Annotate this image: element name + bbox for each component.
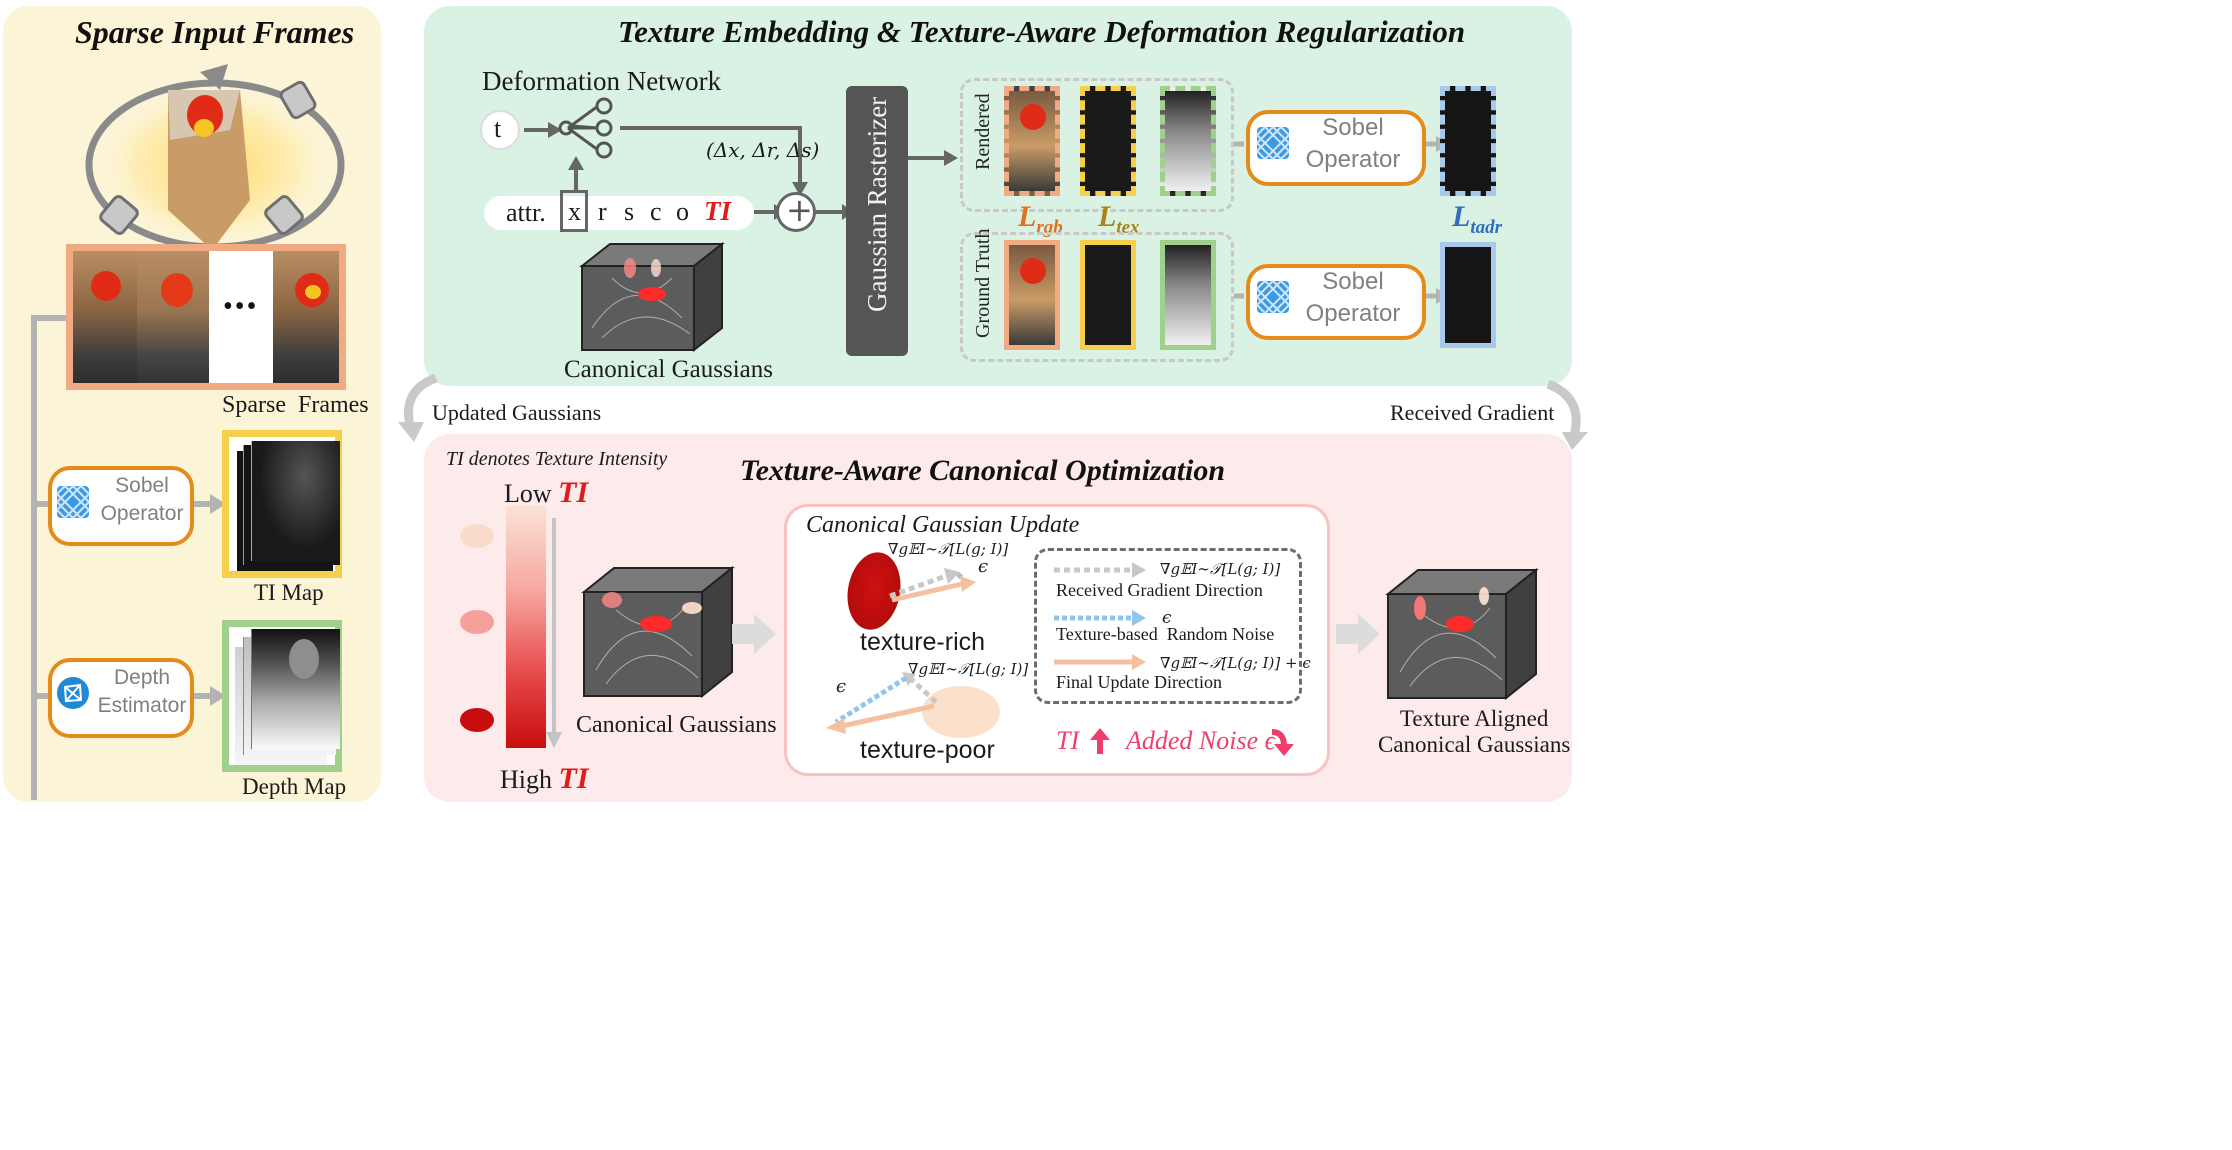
texture-poor-vectors xyxy=(826,672,938,734)
texture-poor-gaussian xyxy=(922,686,1000,738)
sobel-grid-icon xyxy=(56,485,90,519)
deformation-network-label: Deformation Network xyxy=(482,66,722,96)
sparse-input-title: Sparse Input Frames xyxy=(75,14,355,50)
t-input-circle xyxy=(480,110,520,150)
ti-up-arrow-icon xyxy=(1090,728,1110,754)
updated-gaussians-arrow xyxy=(398,373,438,442)
tadr-rendered-frame xyxy=(1440,86,1496,196)
deformation-network-connectors xyxy=(524,122,808,196)
ti-map-frame xyxy=(222,430,342,578)
texture-poor-label: texture-poor xyxy=(860,736,995,764)
delta-label: (Δx, Δr, Δs) xyxy=(706,138,820,162)
rendered-rgb-frame xyxy=(1004,86,1060,196)
gaussian-rasterizer-label: Gaussian Rasterizer xyxy=(862,96,892,312)
texture-embedding-title: Texture Embedding & Texture-Aware Deform… xyxy=(618,14,1466,49)
ti-note: TI denotes Texture Intensity xyxy=(446,448,668,470)
attr-o: o xyxy=(676,197,689,226)
tadr-gt-frame xyxy=(1440,242,1496,348)
added-noise-label: Added Noise ϵ xyxy=(1126,726,1276,755)
legend-gradient-line xyxy=(1054,562,1146,578)
low-ti-gaussian xyxy=(460,524,494,548)
legend-noise-expr: ϵ xyxy=(1162,608,1172,628)
texture-poor-gradient-expr: ∇g𝔼I∼𝒯[L(g; I)] xyxy=(908,660,1029,678)
noise-down-arrow-icon xyxy=(1271,729,1294,756)
ti-gradient-arrow xyxy=(546,518,562,748)
attr-c: c xyxy=(650,197,662,226)
high-ti-gaussian xyxy=(460,708,494,732)
gt-tex-frame xyxy=(1080,240,1136,350)
attr-label: attr. xyxy=(506,198,546,227)
depth-map-caption: Depth Map xyxy=(242,774,347,799)
received-gradient-arrow xyxy=(1546,379,1588,450)
canonical-optimization-title: Texture-Aware Canonical Optimization xyxy=(740,454,1226,487)
attr-s: s xyxy=(624,197,635,226)
legend-final-line xyxy=(1054,654,1146,670)
legend-final-label: Final Update Direction xyxy=(1056,672,1222,692)
attr-ti: TI xyxy=(704,196,731,226)
gt-rgb-frame xyxy=(1004,240,1060,350)
orbit-arrowhead xyxy=(200,64,228,90)
ground-truth-group xyxy=(960,232,1234,362)
texture-aligned-cube xyxy=(1385,567,1539,701)
legend-noise-line xyxy=(1054,610,1146,626)
attr-r: r xyxy=(598,197,607,226)
depth-estimator-icon xyxy=(57,677,89,709)
sobel-label-gt: Sobel Operator xyxy=(1305,268,1401,327)
loss-tadr: Ltadr xyxy=(1452,200,1503,238)
depth-map-frame xyxy=(222,620,342,772)
update-legend xyxy=(1034,548,1302,704)
sparse-frames-strip: ••• xyxy=(66,244,346,390)
canonical-gaussians-label-bottom: Canonical Gaussians xyxy=(576,712,777,738)
rendered-depth-frame xyxy=(1160,86,1216,196)
updated-gaussians-label: Updated Gaussians xyxy=(432,400,602,425)
sobel-label-left: Sobel Operator xyxy=(100,474,184,525)
gt-depth-frame xyxy=(1160,240,1216,350)
sobel-label-rendered: Sobel Operator xyxy=(1305,114,1401,173)
x-attr-box xyxy=(560,190,588,232)
network-icon xyxy=(558,97,613,159)
attribute-bar xyxy=(484,196,754,230)
received-gradient-label: Received Gradient xyxy=(1390,400,1555,425)
rendered-label: Rendered xyxy=(972,93,994,170)
legend-final-expr: ∇g𝔼I∼𝒯[L(g; I)] + ϵ xyxy=(1160,654,1311,672)
texture-rich-gradient-expr: ∇g𝔼I∼𝒯[L(g; I)] xyxy=(888,540,1009,558)
plus-circle xyxy=(776,192,816,232)
canonical-gaussians-cube xyxy=(579,241,725,353)
to-aligned-arrow xyxy=(1336,614,1380,654)
sparse-frames-caption: Sparse Frames xyxy=(222,392,369,418)
to-update-arrow xyxy=(732,614,776,654)
sobel-grid-icon-gt xyxy=(1256,280,1290,314)
ti-up-label: TI xyxy=(1056,726,1080,755)
plus-symbol: + xyxy=(786,191,813,229)
ellipsis: ••• xyxy=(223,291,259,322)
texture-rich-vectors xyxy=(889,568,976,603)
legend-gradient-expr: ∇g𝔼I∼𝒯[L(g; I)] xyxy=(1160,560,1281,578)
t-label: t xyxy=(494,114,502,143)
texture-rich-epsilon: ϵ xyxy=(978,556,989,577)
ti-map-caption: TI Map xyxy=(254,580,324,605)
high-ti-label: High TI xyxy=(500,762,589,795)
camera-orbit xyxy=(85,64,345,251)
texture-aligned-label: Texture Aligned Canonical Gaussians xyxy=(1378,706,1571,757)
depth-estimator-label: Depth Estimator xyxy=(97,666,187,717)
rendered-group xyxy=(960,78,1234,212)
ti-gradient-bar xyxy=(506,506,546,748)
legend-gradient-label: Received Gradient Direction xyxy=(1056,580,1263,600)
legend-noise-label: Texture-based Random Noise xyxy=(1056,624,1275,644)
sobel-grid-icon-rendered xyxy=(1256,126,1290,160)
canonical-gaussians-cube-bottom xyxy=(581,565,735,699)
rendered-tex-frame xyxy=(1080,86,1136,196)
canonical-gaussians-label-top: Canonical Gaussians xyxy=(564,356,773,383)
canonical-update-title: Canonical Gaussian Update xyxy=(806,512,1080,538)
texture-rich-label: texture-rich xyxy=(860,628,986,656)
rasterizer-output-arrow xyxy=(908,150,958,166)
ground-truth-label: Ground Truth xyxy=(972,228,994,338)
mid-ti-gaussian xyxy=(460,610,494,634)
gaussian-rasterizer xyxy=(846,86,908,356)
texture-poor-epsilon: ϵ xyxy=(836,676,847,697)
low-ti-word: TI xyxy=(558,476,589,509)
low-ti-label: Low TI xyxy=(504,476,589,509)
attr-x: x xyxy=(568,197,581,226)
high-ti-word: TI xyxy=(558,762,589,795)
